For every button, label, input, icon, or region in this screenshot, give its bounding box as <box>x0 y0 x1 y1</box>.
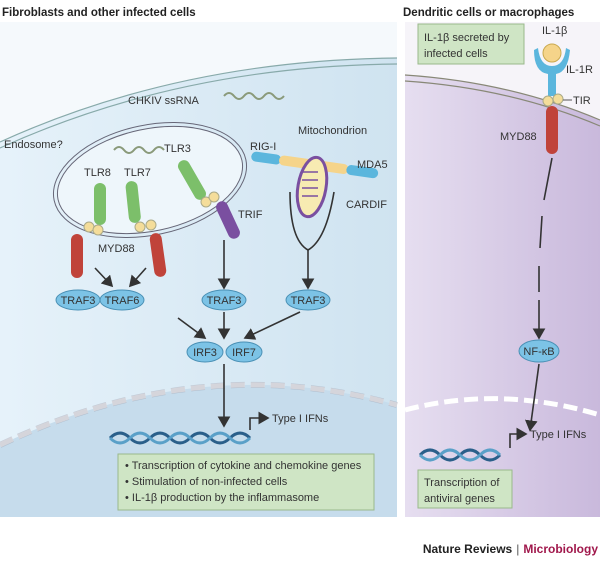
left-panel: Fibroblasts and other infected cells CHK… <box>0 7 398 517</box>
il1b-ligand <box>542 43 562 63</box>
cardif-label: CARDIF <box>346 199 387 211</box>
footer: Nature Reviews| Microbiology <box>423 542 598 556</box>
outcome-2: • Stimulation of non-infected cells <box>125 476 288 488</box>
myd88-label: MYD88 <box>98 243 135 255</box>
irf7: IRF7 <box>232 347 256 359</box>
footer-separator: | <box>516 542 519 556</box>
antiviral-line-1: Transcription of <box>424 477 500 489</box>
tlr8 <box>71 183 106 278</box>
tlr7-label: TLR7 <box>124 167 151 179</box>
tlr8-label: TLR8 <box>84 167 111 179</box>
traf6: TRAF6 <box>105 295 140 307</box>
dna-helix-right <box>418 448 502 462</box>
secreted-box <box>417 23 525 65</box>
nfkb <box>518 339 560 363</box>
antiviral-box <box>417 469 513 509</box>
rna-squiggle <box>223 92 285 100</box>
mitochondrion-label: Mitochondrion <box>298 125 367 137</box>
dna-helix <box>108 431 252 445</box>
il1r-label: IL-1R <box>566 64 593 76</box>
irf3: IRF3 <box>193 347 217 359</box>
traf3-1: TRAF3 <box>61 295 96 307</box>
antiviral-line-2: antiviral genes <box>424 493 495 505</box>
endosome <box>52 121 248 239</box>
right-panel: Dendritic cells or macrophages IL-1β sec… <box>403 7 600 517</box>
right-title: Dendritic cells or macrophages <box>403 7 574 19</box>
outcome-1: • Transcription of cytokine and chemokin… <box>125 460 362 472</box>
tir-label: TIR <box>573 95 591 107</box>
myd88-right-label: MYD88 <box>500 131 537 143</box>
type-i-ifns-label: Type I IFNs <box>272 413 329 425</box>
rig-i-label: RIG-I <box>250 141 276 153</box>
traf3-2: TRAF3 <box>207 295 242 307</box>
dendritic-cell <box>405 75 600 517</box>
traf-proteins: TRAF3 TRAF6 TRAF3 TRAF3 IRF3 IRF7 <box>55 289 331 363</box>
tlr3-label: TLR3 <box>164 143 191 155</box>
endosome-label: Endosome? <box>4 139 63 151</box>
traf3-3: TRAF3 <box>291 295 326 307</box>
tlr7 <box>125 181 167 277</box>
type-i-ifns-right-label: Type I IFNs <box>530 429 587 441</box>
journal-name: Nature Reviews <box>423 542 513 556</box>
il1b-label: IL-1β <box>542 25 567 37</box>
outcome-3: • IL-1β production by the inflammasome <box>125 492 319 504</box>
myd88-right <box>546 106 558 154</box>
left-title: Fibroblasts and other infected cells <box>2 7 196 19</box>
rna-label: CHKIV ssRNA <box>128 95 200 107</box>
section-name: Microbiology <box>523 542 598 556</box>
secreted-line-1: IL-1β secreted by <box>424 32 510 44</box>
arrows-upper <box>94 240 315 430</box>
secreted-line-2: infected cells <box>424 48 488 60</box>
tlr3 <box>178 160 240 239</box>
trif-label: TRIF <box>238 209 263 221</box>
nfkb-label: NF-κB <box>523 346 554 358</box>
mda5-label: MDA5 <box>357 159 388 171</box>
arrows-right <box>509 157 553 448</box>
outcomes-box: • Transcription of cytokine and chemokin… <box>117 453 375 511</box>
il1r-receptor <box>534 48 570 96</box>
